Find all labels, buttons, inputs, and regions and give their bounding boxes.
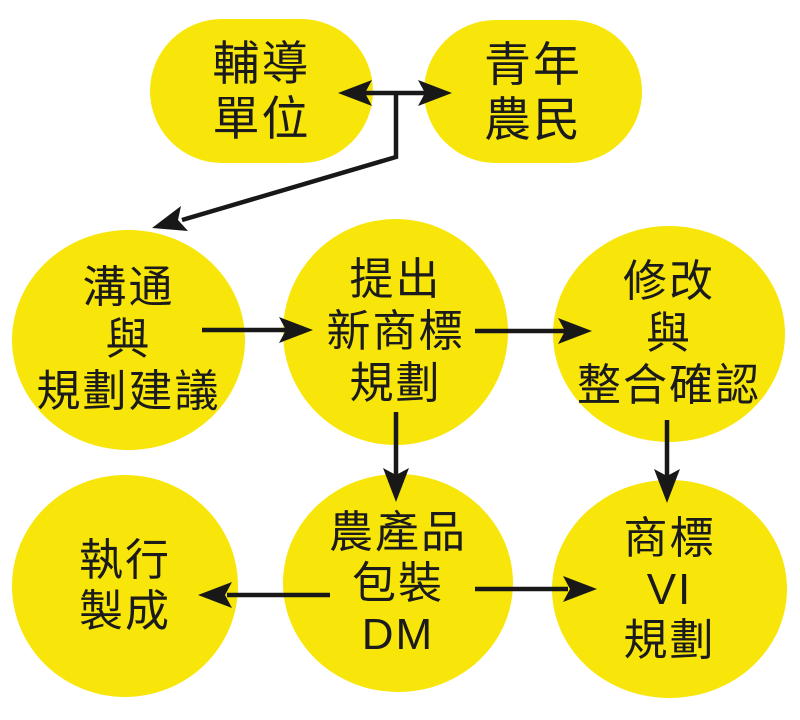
node-revision-confirmation: 修改 與 整合確認 [553, 226, 785, 442]
node-label-line: 青年 [484, 37, 582, 91]
node-label-line: 輔導 [212, 37, 311, 90]
node-label-line: 提出 [349, 255, 442, 304]
node-young-farmers: 青年 農民 [424, 20, 642, 163]
node-produce-packaging-dm: 農產品 包裝 DM [283, 474, 513, 692]
node-label-line: 新商標 [326, 307, 465, 356]
node-trademark-vi-planning: 商標 VI 規劃 [552, 480, 787, 698]
node-label-line: DM [361, 609, 435, 659]
node-label-line: 執行 [79, 536, 171, 585]
node-label-line: 與 [105, 315, 152, 364]
node-label-line: 規劃 [623, 615, 716, 665]
node-communication-planning: 溝通 與 規劃建議 [12, 230, 245, 450]
node-new-trademark-proposal: 提出 新商標 規劃 [283, 219, 508, 445]
node-label-line: 與 [646, 309, 692, 358]
node-label-line: 農民 [484, 92, 582, 146]
node-label-line: 包裝 [352, 558, 444, 608]
node-execution-production: 執行 製成 [12, 475, 238, 697]
node-label-line: 規劃建議 [36, 367, 221, 416]
node-label-line: 商標 [623, 513, 716, 563]
node-label-line: 規劃 [349, 359, 442, 408]
node-label-line: 整合確認 [577, 361, 761, 410]
node-label-line: 單位 [212, 92, 311, 145]
node-label-line: 製成 [79, 587, 171, 636]
node-label-line: 農產品 [329, 507, 467, 557]
node-label-line: 溝通 [82, 263, 175, 312]
node-label-line: VI [646, 564, 693, 614]
node-counseling-unit: 輔導 單位 [150, 19, 373, 163]
node-label-line: 修改 [623, 257, 715, 306]
